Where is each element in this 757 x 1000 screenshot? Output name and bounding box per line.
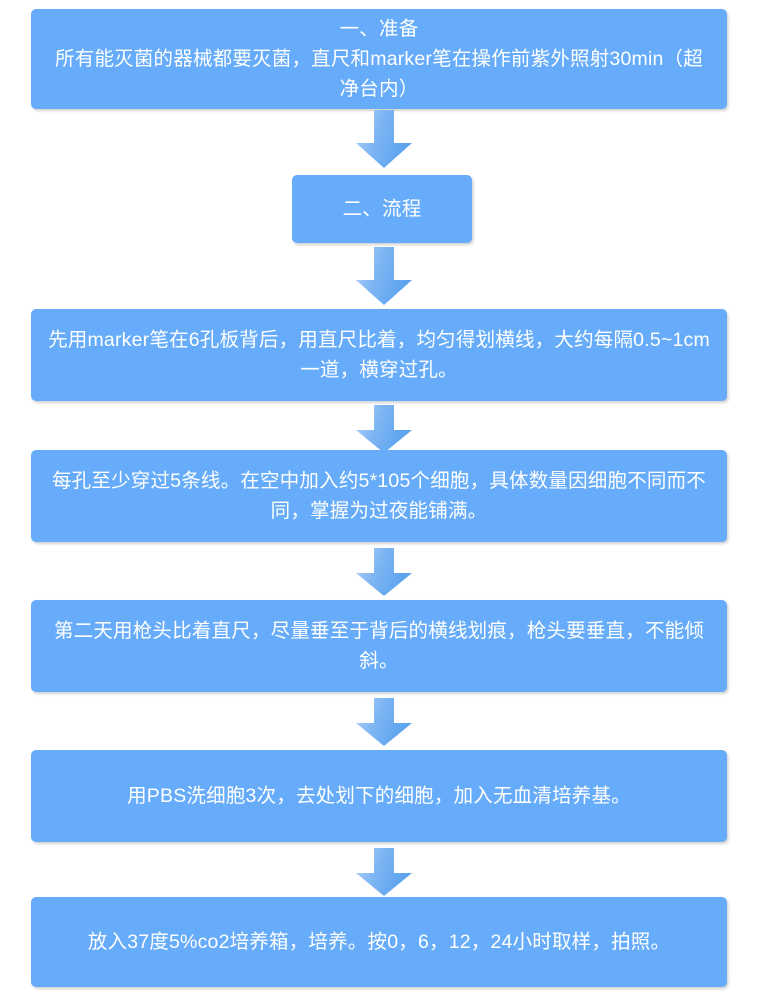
down-arrow-icon bbox=[356, 548, 412, 596]
flow-node-prepare[interactable]: 一、准备 所有能灭菌的器械都要灭菌，直尺和marker笔在操作前紫外照射30mi… bbox=[31, 9, 727, 109]
down-arrow-icon bbox=[356, 698, 412, 746]
flow-node-step4[interactable]: 用PBS洗细胞3次，去处划下的细胞，加入无血清培养基。 bbox=[31, 750, 727, 842]
flow-node-step2[interactable]: 每孔至少穿过5条线。在空中加入约5*105个细胞，具体数量因细胞不同而不同，掌握… bbox=[31, 450, 727, 542]
flow-node-step3-label: 第二天用枪头比着直尺，尽量垂至于背后的横线划痕，枪头要垂直，不能倾斜。 bbox=[53, 620, 705, 672]
down-arrow-icon bbox=[356, 110, 412, 168]
flow-node-step1-label: 先用marker笔在6孔板背后，用直尺比着，均匀得划横线，大约每隔0.5~1cm… bbox=[48, 329, 710, 381]
flow-node-step4-label: 用PBS洗细胞3次，去处划下的细胞，加入无血清培养基。 bbox=[127, 785, 631, 807]
down-arrow-icon bbox=[356, 405, 412, 453]
flow-node-step1[interactable]: 先用marker笔在6孔板背后，用直尺比着，均匀得划横线，大约每隔0.5~1cm… bbox=[31, 309, 727, 401]
flow-node-step3[interactable]: 第二天用枪头比着直尺，尽量垂至于背后的横线划痕，枪头要垂直，不能倾斜。 bbox=[31, 600, 727, 692]
flow-node-prepare-label: 一、准备 所有能灭菌的器械都要灭菌，直尺和marker笔在操作前紫外照射30mi… bbox=[55, 18, 703, 100]
flow-node-process[interactable]: 二、流程 bbox=[292, 175, 472, 243]
flow-node-step2-label: 每孔至少穿过5条线。在空中加入约5*105个细胞，具体数量因细胞不同而不同，掌握… bbox=[51, 470, 706, 522]
flow-node-step5[interactable]: 放入37度5%co2培养箱，培养。按0，6，12，24小时取样，拍照。 bbox=[31, 897, 727, 987]
down-arrow-icon bbox=[356, 848, 412, 896]
down-arrow-icon bbox=[356, 247, 412, 305]
flow-node-process-label: 二、流程 bbox=[342, 198, 422, 220]
flow-node-step5-label: 放入37度5%co2培养箱，培养。按0，6，12，24小时取样，拍照。 bbox=[87, 931, 671, 953]
